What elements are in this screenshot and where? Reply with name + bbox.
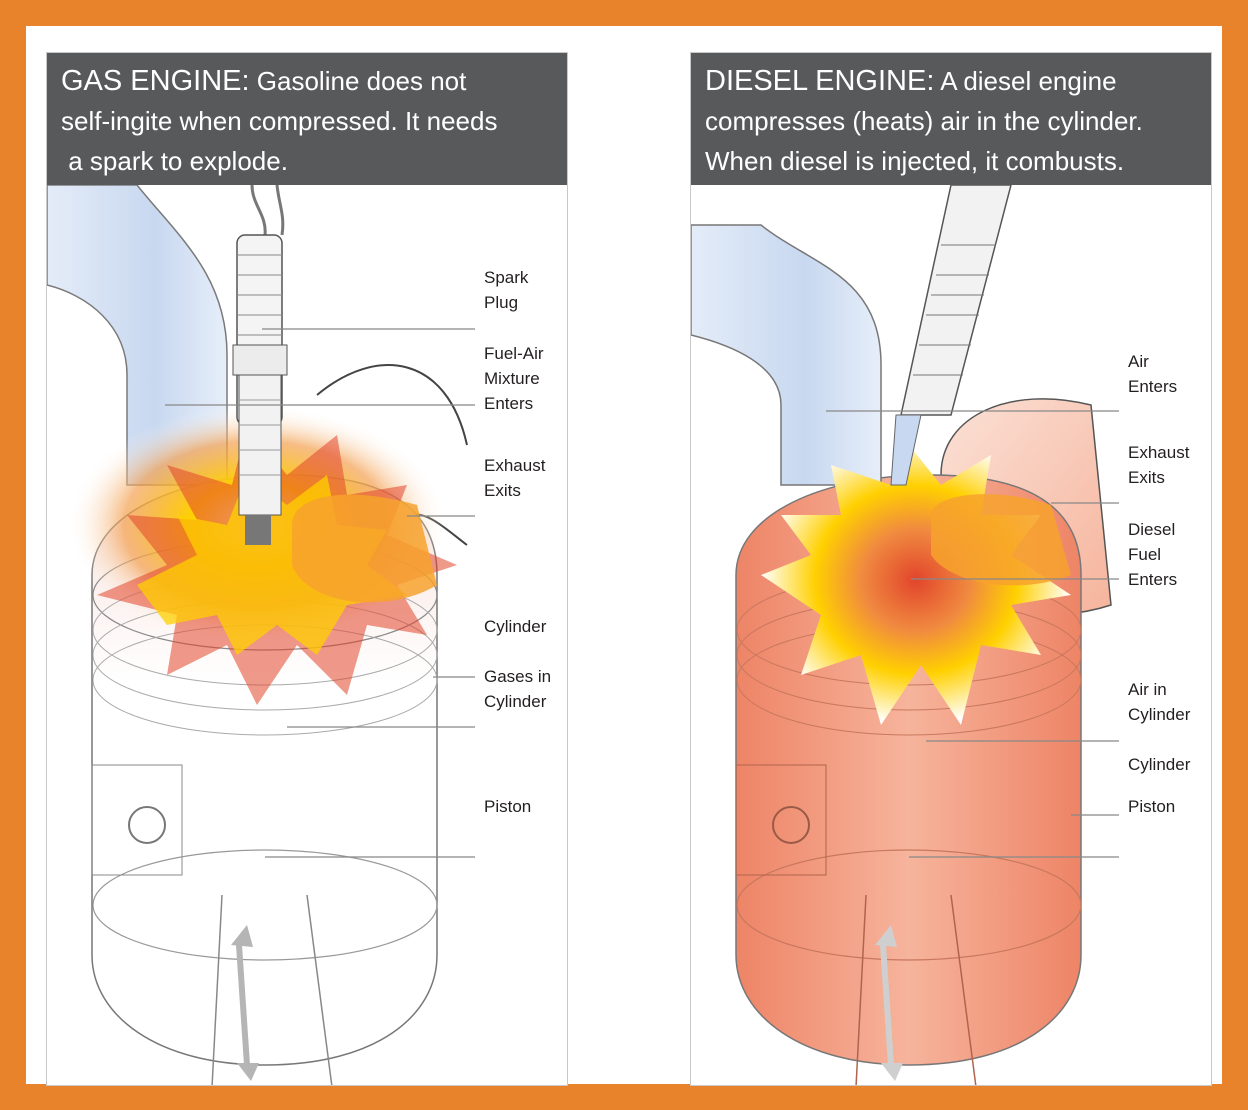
label-cylinder: Cylinder [1128, 752, 1190, 777]
diesel-engine-illustration [691, 185, 1212, 1086]
label-fuel-air-mixture: Fuel-Air Mixture Enters [484, 341, 544, 416]
diesel-engine-header: DIESEL ENGINE: A diesel engine compresse… [691, 53, 1211, 185]
label-diesel-fuel-enters: Diesel Fuel Enters [1128, 517, 1177, 592]
label-piston: Piston [1128, 794, 1175, 819]
intake-pipe [691, 225, 881, 485]
diesel-engine-heading: DIESEL ENGINE: [705, 65, 934, 97]
label-exhaust-exits: Exhaust Exits [484, 453, 545, 503]
gas-engine-description-line-3: a spark to explode. [61, 146, 288, 176]
label-spark-plug: Spark Plug [484, 265, 528, 315]
gas-engine-heading: GAS ENGINE: [61, 65, 250, 97]
label-gases-in-cylinder: Gases in Cylinder [484, 664, 551, 714]
diesel-engine-panel: DIESEL ENGINE: A diesel engine compresse… [690, 52, 1212, 1086]
label-piston: Piston [484, 794, 531, 819]
label-cylinder: Cylinder [484, 614, 546, 639]
diesel-engine-description-line-2: compresses (heats) air in the cylinder. [705, 106, 1143, 136]
spark-plug-icon [233, 185, 287, 545]
label-exhaust-exits: Exhaust Exits [1128, 440, 1189, 490]
gas-engine-description-line-2: self-ingite when compressed. It needs [61, 106, 497, 136]
gas-engine-description-line-1: Gasoline does not [257, 66, 467, 96]
label-air-enters: Air Enters [1128, 349, 1177, 399]
diesel-engine-description-line-1: A diesel engine [940, 66, 1116, 96]
gas-engine-panel: GAS ENGINE: Gasoline does not self-ingit… [46, 52, 568, 1086]
diesel-engine-description-line-3: When diesel is injected, it combusts. [705, 146, 1124, 176]
label-air-in-cylinder: Air in Cylinder [1128, 677, 1190, 727]
gas-engine-header: GAS ENGINE: Gasoline does not self-ingit… [47, 53, 567, 185]
